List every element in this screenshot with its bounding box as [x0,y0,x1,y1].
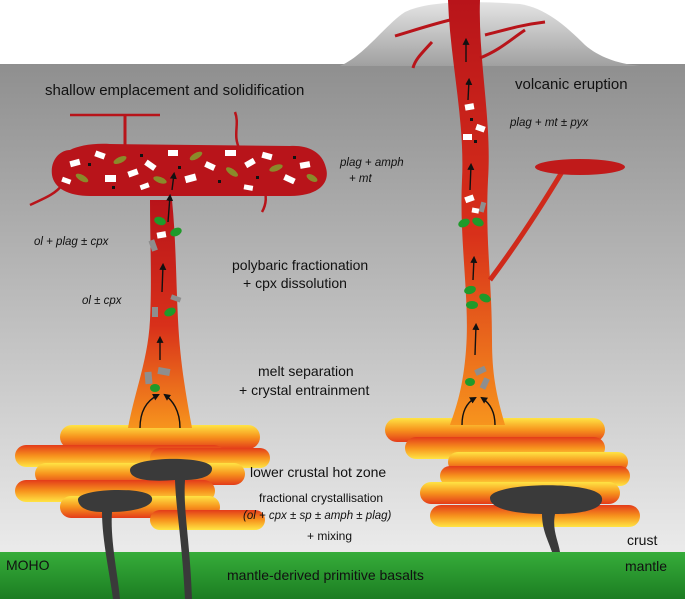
flow-arrow [163,393,181,429]
label-fractional-crystallisation: fractional crystallisation [259,491,383,505]
label-mixing: + mixing [307,529,352,543]
flow-arrow [470,255,478,281]
left-dike-crystals [144,216,182,392]
flow-arrow [159,262,167,293]
flow-arrow [472,322,480,356]
sill [385,418,605,442]
label-mantle: mantle [625,558,667,574]
label-primitive-basalts: mantle-derived primitive basalts [227,567,424,583]
label-cpx-dissolution: + cpx dissolution [243,275,347,291]
label-crust: crust [627,532,657,548]
flow-arrow [465,77,473,101]
label-shallow-emplacement: shallow emplacement and solidification [45,82,304,99]
shallow-sill-body [51,143,327,196]
label-volcanic-eruption: volcanic eruption [515,76,628,93]
basalt-feeder [130,458,213,599]
right-dike-branches [394,18,625,282]
left-dike [128,200,192,428]
right-dike-crystals [458,103,491,390]
left-sill-crystals [61,150,318,191]
left-basalt-feeders [77,458,213,599]
flow-arrow [166,193,174,223]
basalt-feeder [77,489,153,599]
sill [60,425,260,449]
sill [440,466,630,486]
flow-arrow [480,396,496,426]
label-ol-cpx: ol ± cpx [82,295,123,307]
label-melt-separation: melt separation [258,363,354,379]
label-moho: MOHO [6,557,50,573]
label-plag-amph: plag + amph [339,157,404,169]
flow-arrow [169,171,177,191]
label-plag-amph-mt: + mt [349,173,372,185]
flow-arrow [139,394,160,429]
basalt-feeder-right [490,485,603,552]
label-ol-plag-cpx: ol + plag ± cpx [34,236,110,248]
label-plag-mt-pyx: plag + mt ± pyx [509,117,589,129]
label-crystal-entrainment: + crystal entrainment [239,382,369,398]
flow-arrow [461,396,477,426]
flow-arrow [467,162,475,191]
flow-arrows [139,37,496,429]
label-hot-zone: lower crustal hot zone [250,464,386,480]
label-polybaric: polybaric fractionation [232,257,368,273]
label-fractionation-minerals: (ol + cpx ± sp ± amph ± plag) [243,510,392,522]
